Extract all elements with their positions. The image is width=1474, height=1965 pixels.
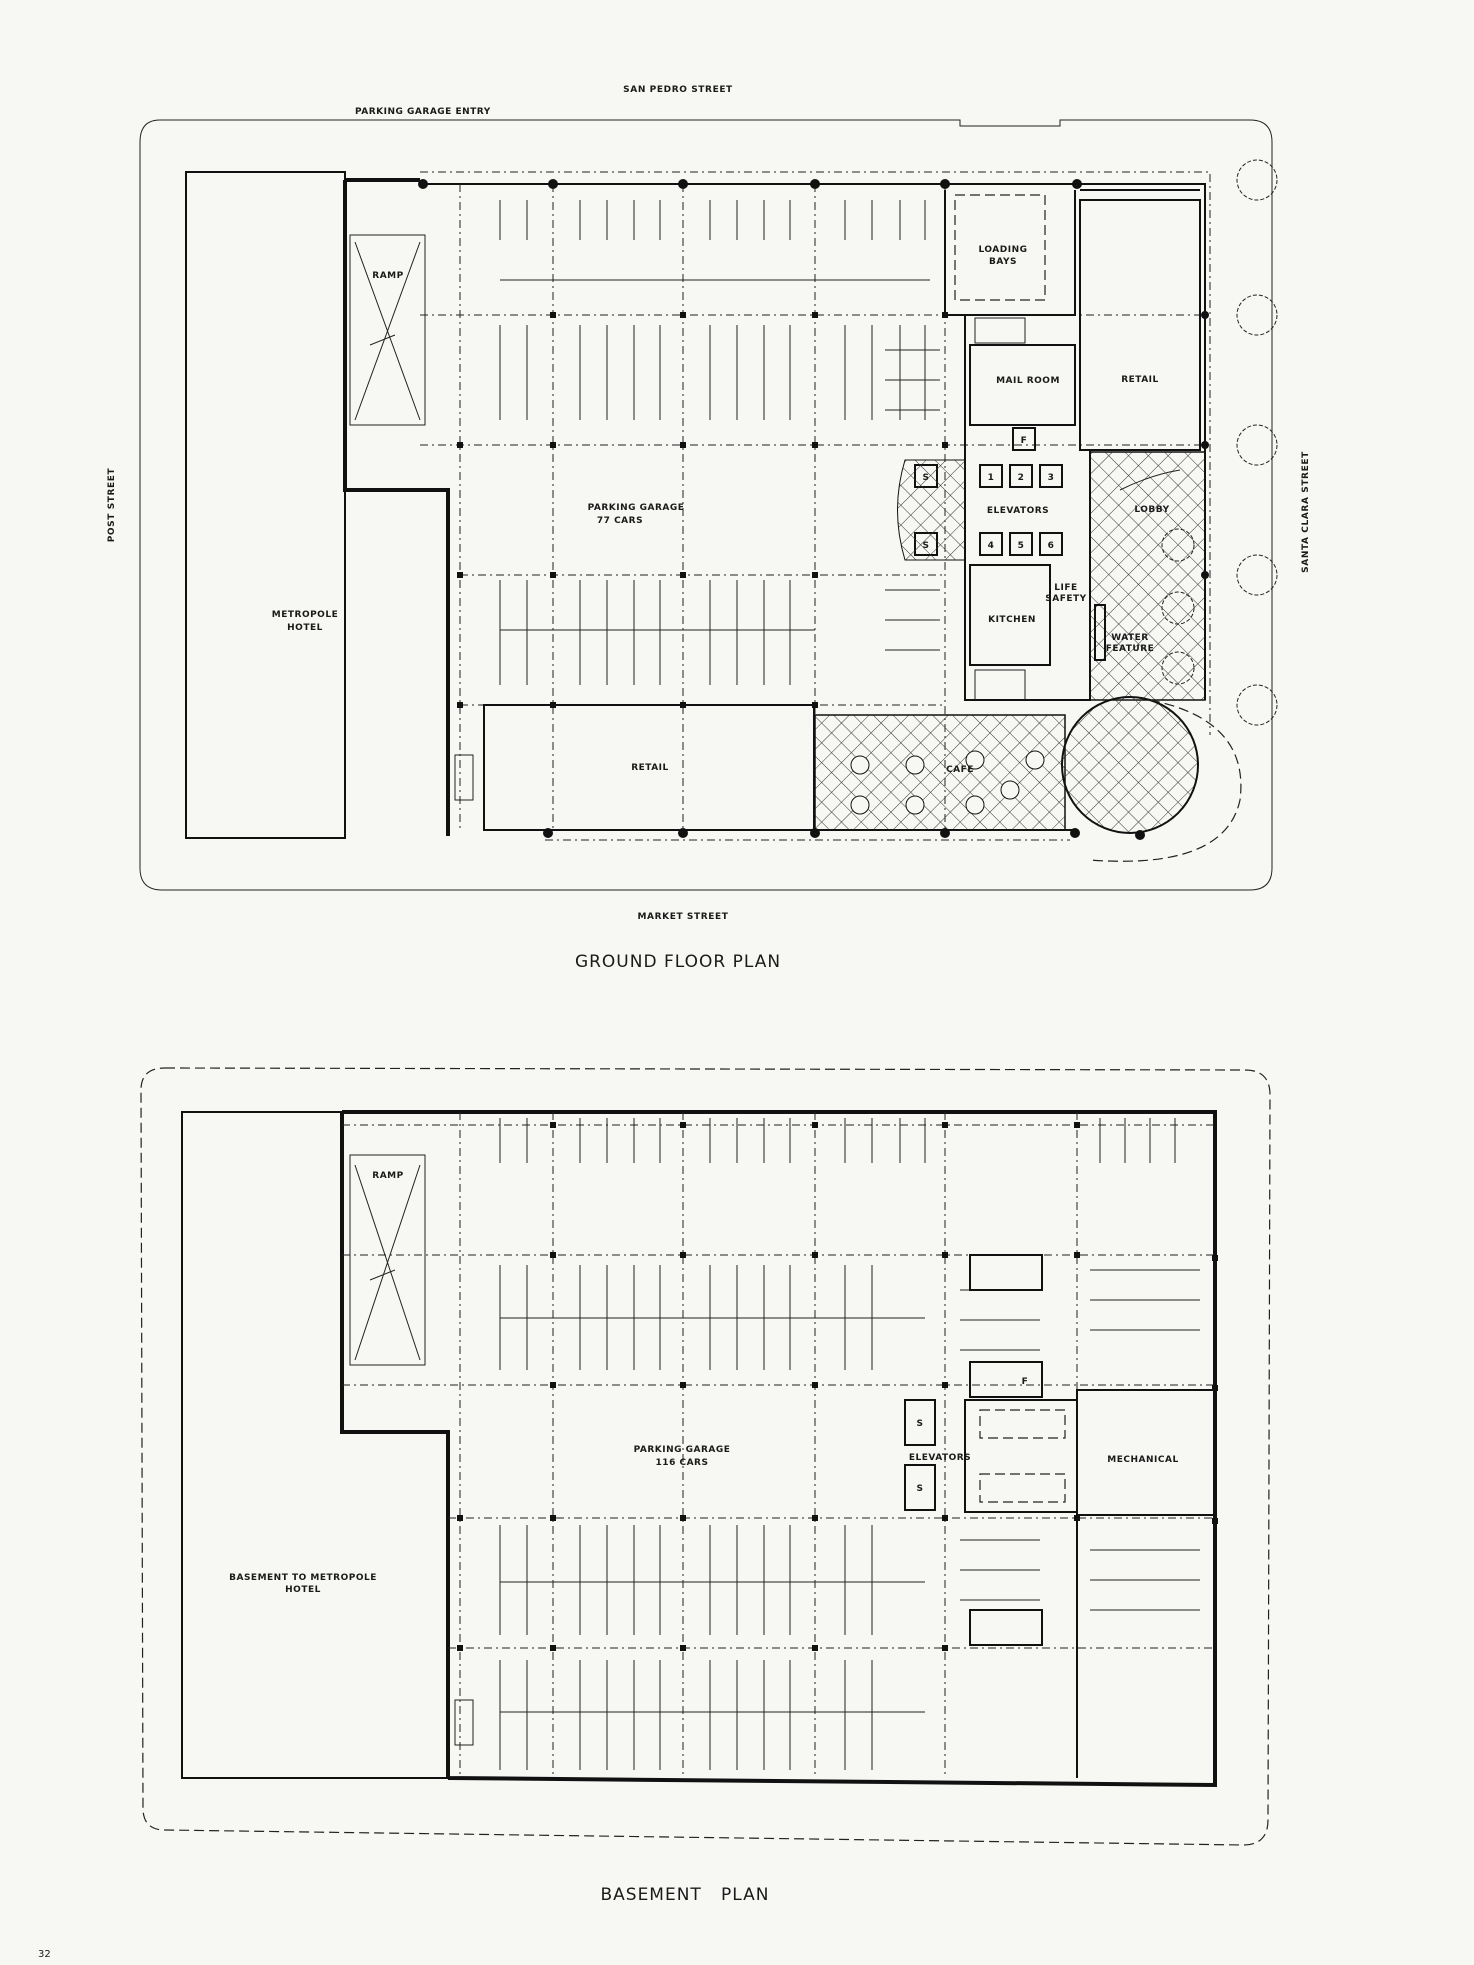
bs-stair-north (969, 1254, 1043, 1291)
bs-hotel-label-2: HOTEL (285, 1585, 321, 1595)
gf-street-trees (1161, 159, 1278, 726)
gf-life-label-2: SAFETY (1045, 594, 1086, 604)
gf-freight-label: F (1021, 436, 1028, 446)
gf-water-label: WATER (1111, 633, 1149, 643)
page-number: 32 (38, 1949, 51, 1960)
gf-street-east: SANTA CLARA STREET (1301, 451, 1311, 573)
bs-stair-west (454, 1699, 474, 1746)
gf-elev-5: 5 (1018, 541, 1025, 551)
bs-stair-s-label-1: S (917, 1419, 924, 1429)
gf-elev-1: 1 (988, 473, 995, 483)
gf-stair-south (974, 669, 1026, 701)
bs-freight (969, 1361, 1043, 1398)
gf-lobby-paving (1089, 451, 1206, 701)
gf-cafe-tables (850, 750, 1045, 815)
gf-cafe-label: CAFE (946, 765, 974, 775)
gf-hotel-label: METROPOLE (272, 610, 338, 620)
gf-elev-6: 6 (1048, 541, 1055, 551)
gf-water-label-2: FEATURE (1106, 644, 1155, 654)
gf-retail-south-label: RETAIL (631, 763, 669, 773)
gf-hotel-block (185, 171, 346, 839)
gf-kitchen (969, 564, 1051, 666)
basement-plan: BASEMENT TO METROPOLE HOTEL RAMP PARKING… (140, 1067, 1271, 1905)
gf-kitchen-label: KITCHEN (988, 615, 1036, 625)
gf-ramp (349, 234, 426, 426)
bs-hotel-block (181, 1111, 449, 1779)
gf-street-south: MARKET STREET (637, 912, 728, 922)
bs-core (964, 1399, 1078, 1513)
bs-plan-title: BASEMENT PLAN (600, 1885, 769, 1905)
bs-mechanical-label: MECHANICAL (1107, 1455, 1178, 1465)
gf-parking-entry-label: PARKING GARAGE ENTRY (355, 107, 491, 117)
bs-parking-stalls (499, 1118, 1200, 1770)
gf-mail-room (969, 344, 1076, 426)
bs-building-wall (340, 1110, 1217, 1788)
gf-loading-label: LOADING (978, 245, 1027, 255)
gf-corner-rotunda (1061, 696, 1199, 834)
gf-stair-s-label-1: S (923, 473, 930, 483)
gf-loading-label-2: BAYS (989, 257, 1017, 267)
gf-elevators-label: ELEVATORS (987, 506, 1049, 516)
gf-mail-label: MAIL ROOM (996, 376, 1060, 386)
gf-elev-2: 2 (1018, 473, 1025, 483)
gf-ramp-label: RAMP (372, 271, 403, 281)
gf-elevator-lobby-paving (897, 459, 966, 561)
gf-plan-title: GROUND FLOOR PLAN (575, 952, 781, 972)
gf-retail-east-room (1079, 199, 1201, 451)
bs-stair-s-label-2: S (917, 1484, 924, 1494)
gf-stair-s-label-2: S (923, 541, 930, 551)
gf-freight-elevator (1012, 427, 1036, 451)
gf-lobby-label: LOBBY (1134, 505, 1169, 515)
bs-stair-south (969, 1609, 1043, 1646)
gf-elev-4: 4 (988, 541, 995, 551)
bs-stair-east-2 (904, 1464, 936, 1511)
gf-retail-south-room (483, 704, 815, 831)
bs-mechanical-room (1076, 1389, 1216, 1516)
gf-street-west: POST STREET (107, 467, 117, 542)
bs-garage-label: PARKING GARAGE (634, 1445, 731, 1455)
gf-sidewalk-outline (139, 119, 1273, 891)
gf-garage-count: 77 CARS (597, 516, 643, 526)
bs-hotel-label: BASEMENT TO METROPOLE (229, 1573, 377, 1583)
gf-street-north: SAN PEDRO STREET (623, 85, 733, 95)
gf-elev-3: 3 (1048, 473, 1055, 483)
bs-ramp (349, 1154, 426, 1366)
bs-columns (457, 1122, 1218, 1651)
gf-hotel-label-2: HOTEL (287, 623, 323, 633)
gf-stair-north (974, 317, 1026, 344)
gf-loading-bays (954, 194, 1046, 301)
gf-stair-west (454, 754, 474, 801)
bs-freight-label: F (1022, 1377, 1029, 1387)
bs-site-outline (140, 1067, 1271, 1846)
gf-retail-east-label: RETAIL (1121, 375, 1159, 385)
gf-building-wall (343, 178, 450, 836)
gf-property-line (420, 171, 1211, 841)
gf-parking-stalls (499, 200, 940, 685)
bs-garage-count: 116 CARS (656, 1458, 709, 1468)
bs-column-grid (342, 1112, 1215, 1778)
gf-cafe-paving (814, 714, 1066, 831)
gf-life-label: LIFE (1054, 583, 1077, 593)
gf-water-feature (1094, 604, 1106, 661)
ground-floor-plan: SAN PEDRO STREET PARKING GARAGE ENTRY MA… (107, 85, 1311, 972)
bs-elevators-label: ELEVATORS (909, 1453, 971, 1463)
bs-ramp-label: RAMP (372, 1171, 403, 1181)
bs-stair-east-1 (904, 1399, 936, 1446)
gf-garage-label: PARKING GARAGE (588, 503, 685, 513)
